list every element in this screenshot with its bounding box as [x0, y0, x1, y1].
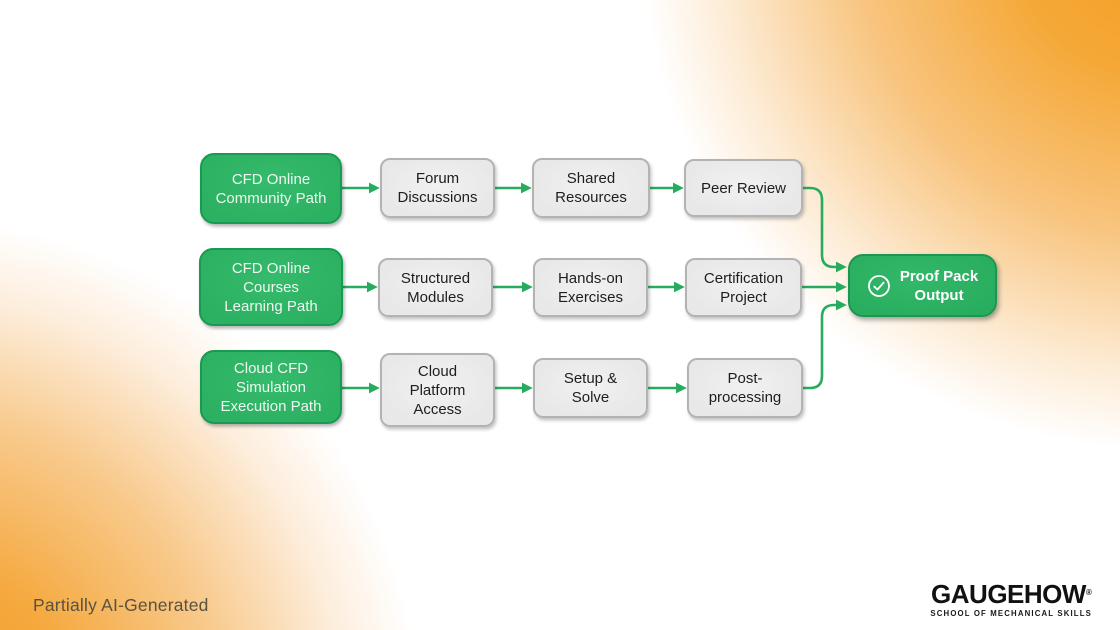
step-node-forum-discussions: Forum Discussions — [380, 158, 495, 218]
output-node-label: Proof Pack Output — [899, 267, 979, 304]
step-node-setup-solve: Setup & Solve — [533, 358, 648, 418]
output-node-proof-pack: Proof Pack Output — [848, 254, 997, 317]
brand-tagline: SCHOOL OF MECHANICAL SKILLS — [930, 609, 1092, 618]
step-node-post-processing: Post- processing — [687, 358, 803, 418]
step-node-certification-project: Certification Project — [685, 258, 802, 317]
step-node-structured-modules: Structured Modules — [378, 258, 493, 317]
registered-trademark-icon: ® — [1085, 588, 1092, 597]
path-node-cloud-simulation: Cloud CFD Simulation Execution Path — [200, 350, 342, 424]
step-node-shared-resources: Shared Resources — [532, 158, 650, 218]
step-node-cloud-platform-access: Cloud Platform Access — [380, 353, 495, 427]
brand-name: GAUGEHOW® — [931, 579, 1092, 609]
path-node-community: CFD Online Community Path — [200, 153, 342, 224]
check-circle-icon — [867, 274, 890, 297]
step-node-hands-on-exercises: Hands-on Exercises — [533, 258, 648, 317]
step-node-peer-review: Peer Review — [684, 159, 803, 217]
ai-generated-note: Partially AI-Generated — [33, 595, 209, 615]
brand-logo: GAUGEHOW® SCHOOL OF MECHANICAL SKILLS — [930, 581, 1092, 618]
path-node-courses: CFD Online Courses Learning Path — [199, 248, 343, 326]
brand-name-text: GAUGEHOW — [931, 579, 1086, 609]
